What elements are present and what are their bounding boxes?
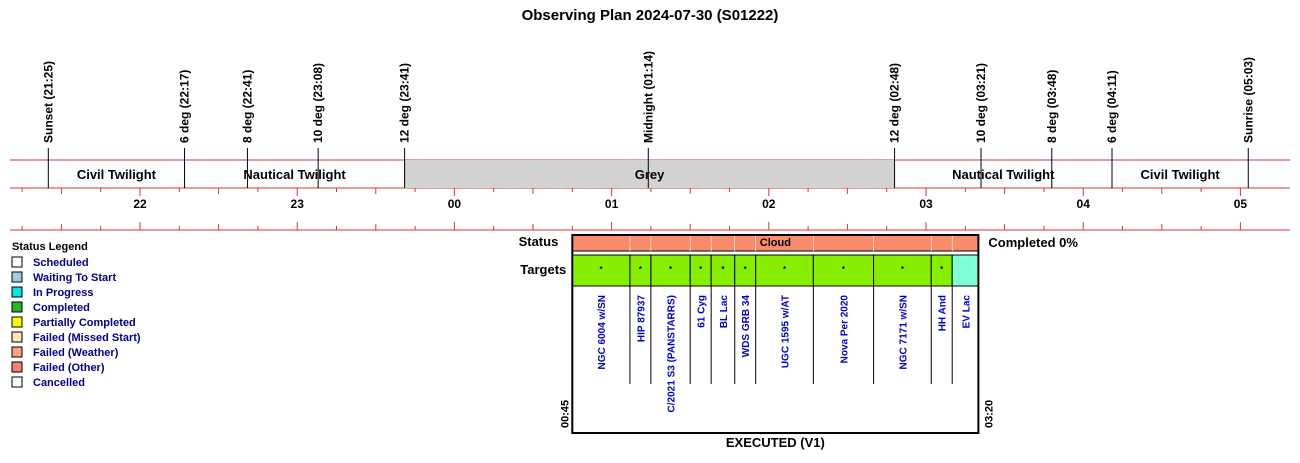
legend-label: Failed (Missed Start) [33,332,141,344]
target-name: WDS GRB 34 [741,295,752,358]
hour-tick-label: 00 [448,197,462,211]
hour-tick-label: 04 [1077,197,1091,211]
target-marker: * [940,265,944,274]
marker-label: 10 deg (23:08) [311,63,325,143]
completed-percent: Completed 0% [988,235,1078,250]
timeline: Civil Twilight Nautical Twilight Grey Nauti… [10,51,1290,231]
marker-label: Midnight (01:14) [641,51,655,143]
legend-label: Failed (Weather) [33,347,119,359]
targets-row-label: Targets [520,262,566,277]
marker-label: 12 deg (02:48) [888,63,902,143]
legend-swatch [11,256,23,268]
legend-label: Waiting To Start [33,272,116,284]
legend-swatch [11,271,23,283]
hour-tick-label: 23 [291,197,305,211]
target-name: 61 Cyg [697,295,708,328]
target-name: NGC 6004 w/SN [597,295,608,369]
marker-label: 12 deg (23:41) [398,63,412,143]
target-name: C/2021 S3 (PANSTARRS) [667,295,678,412]
legend-swatch [11,376,23,388]
hour-tick-label: 22 [133,197,147,211]
target-marker: * [783,265,787,274]
target-marker: * [600,265,604,274]
target-marker: * [842,265,846,274]
hour-tick-label: 05 [1234,197,1248,211]
legend-label: In Progress [33,287,94,299]
executed-label: EXECUTED (V1) [726,435,825,450]
marker-label: 6 deg (04:11) [1105,70,1119,143]
block-end-time: 03:20 [983,400,995,428]
marker-label: 8 deg (03:48) [1045,70,1059,143]
legend-label: Cancelled [33,377,85,389]
block-frame [571,234,980,434]
legend-label: Failed (Other) [33,362,105,374]
target-marker: * [699,265,703,274]
target-marker: * [744,265,748,274]
target-cell [873,254,932,287]
target-name: UGC 1595 w/AT [781,295,792,368]
target-marker: * [669,265,673,274]
legend-label: Completed [33,302,90,314]
target-marker: * [639,265,643,274]
hour-tick-label: 02 [762,197,776,211]
band-label: Nautical Twilight [243,167,346,182]
target-marker: * [901,265,905,274]
target-name: Nova Per 2020 [839,295,850,364]
band-label: Grey [635,167,665,182]
legend-label: Partially Completed [33,317,136,329]
hour-tick-label: 01 [605,197,619,211]
band-label: Civil Twilight [77,167,157,182]
target-marker: * [721,265,725,274]
legend-label: Scheduled [33,257,89,269]
marker-label: Sunrise (05:03) [1241,57,1255,143]
band-grey-fill [404,160,895,188]
legend-swatch [11,286,23,298]
target-name: BL Lac [719,295,730,329]
marker-label: Sunset (21:25) [41,61,55,143]
target-cell [951,254,979,287]
legend-swatch [11,346,23,358]
target-cell [650,254,691,287]
target-name: NGC 7171 w/SN [898,295,909,369]
marker-label: 6 deg (22:17) [178,70,192,143]
target-cell [812,254,875,287]
hour-tick-label: 03 [919,197,933,211]
legend-swatch [11,316,23,328]
band-label: Nautical Twilight [952,167,1055,182]
status-row-label: Status [519,234,559,249]
target-name: HH And [938,295,949,331]
status-text: Cloud [760,237,791,249]
marker-label: 10 deg (03:21) [974,63,988,143]
legend-title: Status Legend [12,241,88,253]
plan-title: Observing Plan 2024-07-30 (S01222) [522,7,779,24]
target-cell [755,254,814,287]
legend-swatch [11,361,23,373]
block-start-time: 00:45 [559,400,571,428]
target-name: HIP 87937 [636,295,647,343]
legend-swatch [11,301,23,313]
band-label: Civil Twilight [1141,167,1221,182]
target-name: EV Lac [961,295,972,329]
legend-swatch [11,331,23,343]
marker-label: 8 deg (22:41) [240,70,254,143]
